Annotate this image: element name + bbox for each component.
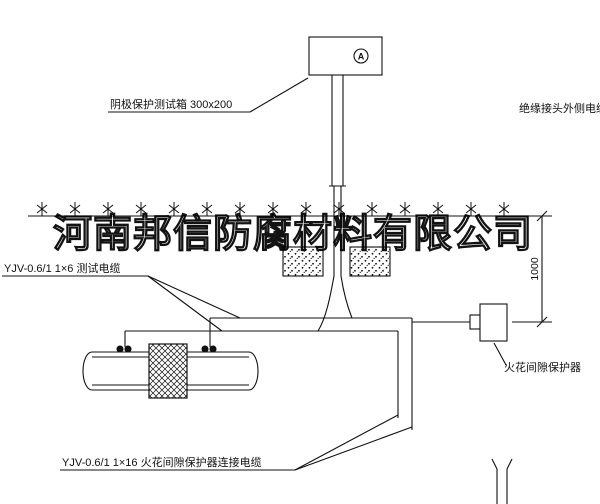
pipeline: [82, 343, 259, 399]
dimension-1000: [512, 210, 552, 328]
protector-cable-leader: [60, 414, 413, 471]
outer-cable-label: 绝缘接头外侧电缆: [519, 101, 600, 115]
spark-gap-protector: [469, 303, 508, 366]
test-box: [308, 36, 383, 76]
insulating-joint: [148, 343, 188, 399]
riser-symbol: [491, 458, 513, 504]
test-box-leader: [108, 77, 309, 113]
test-cable-leader: [2, 275, 241, 332]
meter-letter: A: [358, 52, 365, 62]
cable-weld-points: [116, 345, 217, 353]
test-cable-label: YJV-0.6/1 1×6 测试电缆: [4, 262, 120, 275]
protector-cable-label: YJV-0.6/1 1×16 火花间隙保护器连接电缆: [62, 455, 262, 469]
dimension-1000-text: 1000: [529, 257, 541, 281]
foundation-blocks: [282, 246, 391, 277]
test-box-label: 阴极保护测试箱 300x200: [110, 97, 232, 111]
ground-line: [28, 201, 552, 217]
spark-gap-protector-label: 火花间隙保护器: [504, 360, 581, 374]
buried-cables: [124, 275, 470, 430]
conduit-riser: [329, 75, 346, 276]
company-watermark: 河南邦信防腐材料有限公司: [53, 213, 533, 256]
